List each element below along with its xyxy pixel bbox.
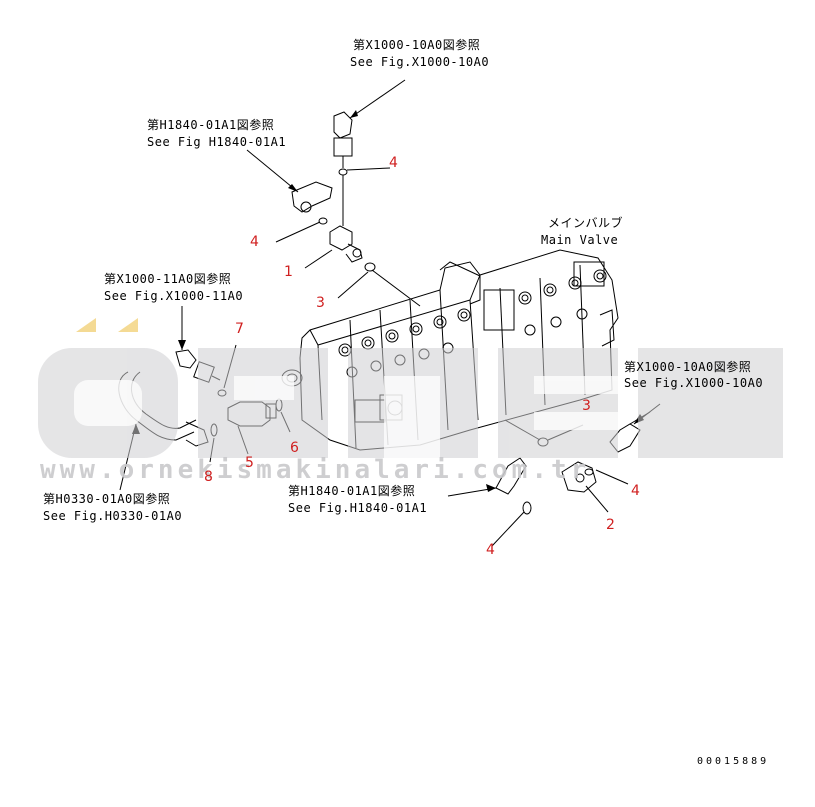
ref-bottom-mid-en: See Fig.H1840-01A1 [288,501,428,515]
callout-2: 2 [606,517,615,533]
ref-left-jp: 第X1000-11A0図参照 [104,272,232,286]
ref-bottom-left-jp: 第H0330-01A0図参照 [43,492,171,506]
ref-bottom-left-en: See Fig.H0330-01A0 [43,509,183,523]
o-ring-3-top [364,262,376,272]
ref-left-en: See Fig.X1000-11A0 [104,289,244,303]
callout-4: 4 [631,483,640,499]
o-ring-7 [217,389,227,397]
callout-7: 7 [235,321,244,337]
callout-8: 8 [204,469,213,485]
main-valve-jp: メインバルブ [548,216,624,230]
callout-1: 1 [284,264,293,280]
elbow-upper-left [291,181,333,213]
main-valve-en: Main Valve [541,233,619,247]
o-ring-4-bottom [522,501,532,515]
o-ring-4-top [338,168,348,176]
watermark-url: www.ornekismakinalari.com.tr [40,455,591,485]
sensor-left [175,349,221,383]
callout-6: 6 [290,440,299,456]
callout-4: 4 [250,234,259,250]
ref-bottom-mid-jp: 第H1840-01A1図参照 [288,484,416,498]
drawing-code: 00015889 [697,756,770,767]
ref-top-en: See Fig.X1000-10A0 [350,55,490,69]
callout-3: 3 [582,398,591,414]
elbow-bottom [495,457,527,495]
o-ring-8 [210,423,218,437]
adapter-5 [227,401,277,427]
sensor-right [609,411,651,453]
callout-3: 3 [316,295,325,311]
callout-4: 4 [486,542,495,558]
o-ring-4-left [318,217,328,225]
ref-upper-left-en: See Fig H1840-01A1 [147,135,287,149]
fitting-2 [561,461,597,493]
callout-5: 5 [245,455,254,471]
o-ring-6 [275,398,283,412]
ref-right-en: See Fig.X1000-10A0 [624,376,764,390]
callout-4: 4 [389,155,398,171]
main-valve-body [281,249,619,451]
hose-left [118,371,209,447]
ref-upper-left-jp: 第H1840-01A1図参照 [147,118,275,132]
ref-right-jp: 第X1000-10A0図参照 [624,360,752,374]
sensor-top [333,111,353,168]
ref-top-jp: 第X1000-10A0図参照 [353,38,481,52]
fitting-1 [329,225,363,263]
